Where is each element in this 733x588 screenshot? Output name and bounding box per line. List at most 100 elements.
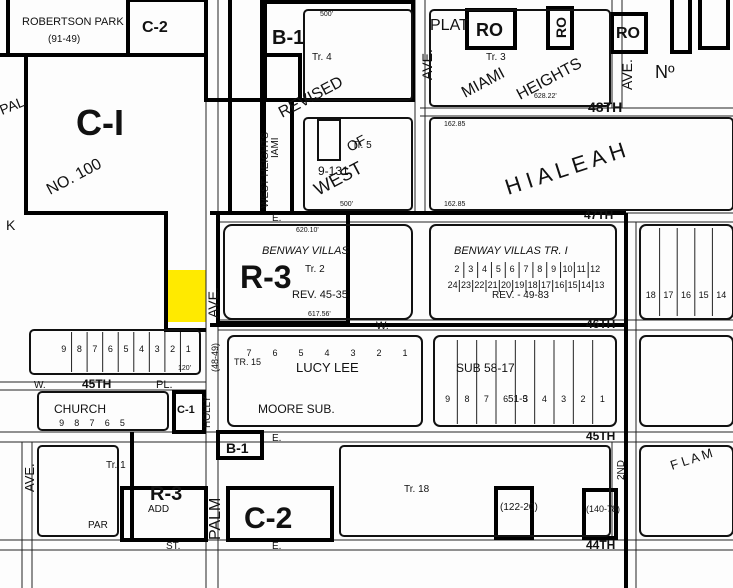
lot-number: 7 [89,418,94,428]
ref-12220-label: (122-20) [500,502,538,513]
lot-number: 18 [646,290,656,300]
ref-513-label: 51-3 [508,394,528,405]
dim-62010: 620.10' [296,227,319,234]
zone-b1-top: B-1 [272,27,304,49]
lot-lines [71,228,713,424]
street-45th-pl-label: 45TH [82,377,111,391]
lot-number: 7 [484,394,489,404]
k-label: K [6,217,16,233]
zone-c2-top: C-2 [142,19,168,36]
lot-number: 4 [139,344,144,354]
lot-number: 14 [581,280,591,290]
revised-label: REVISED [276,74,346,122]
e-45-label: E. [272,433,281,444]
lot-number: 6 [503,394,508,404]
lot-number: 19 [514,280,524,290]
benway-villas-tr1-label: BENWAY VILLAS TR. I [454,245,568,257]
street-44th-label: 44TH [586,538,615,552]
lot-number: 9 [61,344,66,354]
lot-number: 5 [123,344,128,354]
lot-number: 6 [108,344,113,354]
dim-500-top: 500' [320,11,333,18]
ref-4849-label: (48-49) [210,343,220,372]
lot-number: 5 [522,394,527,404]
zone-c1-small: C-1 [177,404,195,416]
lot-number: 14 [716,290,726,300]
lot-number: 11 [577,264,586,274]
pl-label: PL. [156,379,173,391]
dim-120: 120' [178,365,191,372]
lot-number: 6 [272,348,277,358]
dim-61756: 617.56' [308,311,331,318]
street-47th-label: 47TH [584,208,613,222]
lot-number: 23 [461,280,471,290]
plat-label: PLAT [430,17,469,34]
lot-number: 6 [105,418,110,428]
lot-number: 17 [663,290,673,300]
ref-9131-label: 9-131 [318,164,349,178]
tract-2-label: Tr. 2 [305,264,325,275]
sub-5817-label: SUB 58-17 [456,361,515,375]
lot-number: 12 [590,264,600,274]
lot-number: 21 [488,280,498,290]
lot-number: 1 [402,348,407,358]
tract-5-label: Tr. 5 [352,140,372,151]
lot-number: 8 [464,394,469,404]
tract-15-label: TR. 15 [234,357,261,367]
lot-number: 4 [482,264,487,274]
zone-r3-bottom: R-3 [150,483,182,505]
lot-number: 5 [298,348,303,358]
robertson-park-label: ROBERTSON PARK [22,16,124,28]
tract-1-label: Tr. 1 [106,460,126,471]
no-right-label: Nº [655,62,675,82]
lot-number: 3 [350,348,355,358]
highlighted-parcel[interactable] [166,270,206,322]
flam-label: F L A M [668,445,714,473]
lot-number: 5 [496,264,501,274]
lot-number: 3 [561,394,566,404]
lot-number: 9 [445,394,450,404]
lot-number: 4 [542,394,547,404]
street-46th-label: 46TH [586,317,615,331]
st-44-label: ST. [166,541,180,552]
dim-16285-top: 162.85 [444,121,466,128]
rev-4983-label: REV. - 49-83 [492,290,549,301]
tract-3-label: Tr. 3 [486,52,506,63]
lot-number: 6 [510,264,515,274]
lot-number: 2 [170,344,175,354]
lot-number: 7 [246,348,251,358]
ave-top-right-label: AVE. [619,59,635,90]
lot-number: 1 [600,394,605,404]
lot-number: 8 [77,344,82,354]
w-46-label: W. [376,320,389,332]
hialeah-label: H I A L E A H [502,137,629,199]
ave-left-label: AVE. [22,463,37,492]
lot-number: 18 [528,280,538,290]
w-45-label: W. [34,380,46,391]
ref-14078-label: (140-78) [586,504,620,514]
dim-500-mid: 500' [340,201,353,208]
par-label: PAR [88,520,108,531]
lot-number: 10 [562,264,572,274]
lot-number: 3 [468,264,473,274]
zone-ro-1: RO [476,20,503,40]
nd2-label: 2ND [616,460,627,480]
street-48th-label: 48TH [588,99,622,115]
robertson-park-ref: (91-49) [48,34,80,45]
dim-62822: 628.22' [534,93,557,100]
tract-4-label: Tr. 4 [312,52,332,63]
zone-ro-3: RO [616,25,640,42]
lot-number: 9 [551,264,556,274]
e-47-label: E. [272,213,281,224]
holly-label: HOLLY [202,396,213,428]
lot-number: 24 [448,280,458,290]
miami-small-label: IAMI [270,137,281,158]
e-44-label: E. [272,541,281,552]
benway-villas-label: BENWAY VILLAS [262,245,349,257]
map-labels: ROBERTSON PARK (91-49) C-2 C-I NO. 100 P… [0,11,714,552]
lot-number: 2 [454,264,459,274]
lot-number: 16 [554,280,564,290]
tract-18-label: Tr. 18 [404,484,430,495]
